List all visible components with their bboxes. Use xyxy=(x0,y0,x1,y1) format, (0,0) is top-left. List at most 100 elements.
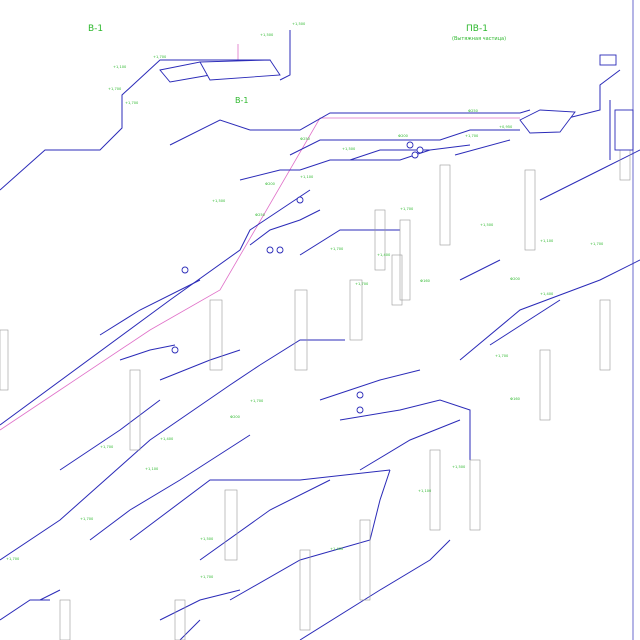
duct-segment xyxy=(289,129,520,156)
dimension-label: +1,700 xyxy=(100,445,114,449)
dimension-label: +1,700 xyxy=(355,282,369,286)
dimension-label: +1,700 xyxy=(330,247,344,251)
dimension-label: +1,100 xyxy=(540,239,554,243)
fan-box xyxy=(599,54,617,66)
riser-block xyxy=(359,519,371,601)
duct-network xyxy=(0,30,640,640)
valve-symbol xyxy=(411,151,419,159)
dimension-label: +1,500 xyxy=(212,199,226,203)
dimension-label: Ф200 xyxy=(265,182,276,186)
riser-block xyxy=(129,369,141,451)
valve-symbol xyxy=(416,146,424,154)
dimension-label: +1,400 xyxy=(540,292,554,296)
valve-symbol xyxy=(171,346,179,354)
duct-segment xyxy=(89,434,251,541)
dimension-label: +1,700 xyxy=(125,101,139,105)
dimension-label: Ф160 xyxy=(510,397,521,401)
dimension-label: +1,500 xyxy=(452,465,466,469)
riser-block xyxy=(59,599,71,640)
pv1-unit xyxy=(519,109,576,134)
duct-segment xyxy=(359,419,461,471)
riser-block xyxy=(209,299,223,371)
valve-symbol xyxy=(356,406,364,414)
duct-segment xyxy=(159,349,241,381)
duct-segment xyxy=(0,189,311,426)
system-title-v1: В-1 xyxy=(88,24,104,34)
valve-symbol xyxy=(266,246,274,254)
duct-segment xyxy=(159,589,241,621)
riser-block xyxy=(469,459,481,531)
duct-segment xyxy=(0,364,261,561)
duct-segment xyxy=(539,149,640,201)
riser-block xyxy=(539,349,551,421)
duct-segment xyxy=(489,299,561,346)
riser-block xyxy=(599,299,611,371)
dimension-label: +1,400 xyxy=(377,253,391,257)
dimension-label: Ф250 xyxy=(300,137,311,141)
duct-segment xyxy=(459,259,640,361)
riser-block xyxy=(0,329,9,391)
riser-block xyxy=(174,599,186,640)
dimension-label: Ф200 xyxy=(398,134,409,138)
dimension-label: +1,700 xyxy=(108,87,122,91)
dimension-label: +1,700 xyxy=(590,242,604,246)
vertical-risers xyxy=(0,119,631,640)
duct-segment xyxy=(129,469,391,541)
riser-block xyxy=(524,169,536,251)
dimension-label: Ф160 xyxy=(420,279,431,283)
valve-symbol xyxy=(406,141,414,149)
riser-block xyxy=(299,549,311,631)
cabinet-box xyxy=(614,109,634,151)
dimension-label: +1,100 xyxy=(113,65,127,69)
riser-block xyxy=(224,489,238,561)
riser-block xyxy=(429,449,441,531)
dimension-label: +0,950 xyxy=(499,125,513,129)
duct-segment xyxy=(199,479,331,561)
riser-block xyxy=(349,279,363,341)
valve-symbol xyxy=(296,196,304,204)
system-subtitle-pv1: (Вытяжная частица) xyxy=(452,36,507,42)
duct-segment xyxy=(559,69,621,121)
duct-segment xyxy=(0,59,200,191)
valve-symbol xyxy=(356,391,364,399)
duct-segment xyxy=(339,399,471,460)
duct-segment xyxy=(39,589,61,601)
dimension-label: +1,500 xyxy=(292,22,306,26)
riser-block xyxy=(374,209,386,271)
duct-segment xyxy=(459,259,501,281)
duct-segment xyxy=(299,539,451,640)
dimension-label: +1,500 xyxy=(260,33,274,37)
duct-segment xyxy=(299,149,431,171)
dimension-label: +1,100 xyxy=(300,175,314,179)
dimension-label: +1,700 xyxy=(250,399,264,403)
unit-label-v1: В-1 xyxy=(235,96,249,105)
system-title-pv1: ПВ-1 xyxy=(466,24,488,34)
duct-segment xyxy=(259,339,345,366)
dimension-label: +1,700 xyxy=(153,55,167,59)
duct-segment xyxy=(454,139,511,156)
dimension-label: +1,700 xyxy=(400,207,414,211)
dimension-label: +1,700 xyxy=(6,557,20,561)
duct-segment xyxy=(319,369,421,401)
duct-segment xyxy=(349,144,471,161)
duct-segment xyxy=(119,344,176,361)
dimension-label: +1,700 xyxy=(80,517,94,521)
riser-block xyxy=(399,219,411,301)
dimension-label: +1,500 xyxy=(200,537,214,541)
duct-segment xyxy=(299,229,400,256)
dimension-label: +1,100 xyxy=(418,489,432,493)
duct-segment xyxy=(0,599,50,621)
duct-segment xyxy=(249,209,321,246)
dimension-label: Ф200 xyxy=(510,277,521,281)
dimension-labels: +1,100+1,700+1,700+1,700+1,500+1,500Ф250… xyxy=(6,22,604,579)
riser-block xyxy=(294,289,308,371)
dimension-label: +1,400 xyxy=(330,547,344,551)
dimension-label: +1,700 xyxy=(465,134,479,138)
duct-segment xyxy=(99,279,201,336)
duct-segment xyxy=(279,30,291,81)
duct-segment xyxy=(239,169,300,181)
exhaust-unit xyxy=(199,59,281,81)
duct-segment xyxy=(59,399,161,471)
riser-block xyxy=(439,164,451,246)
duct-segment xyxy=(169,119,251,146)
